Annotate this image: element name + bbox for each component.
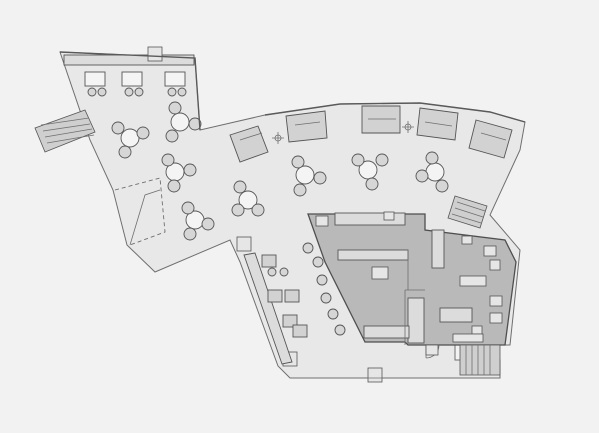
dashed-zone [114,177,166,246]
round-table-4 [181,201,215,241]
round-table-7 [351,153,389,191]
round-table-5 [231,180,265,217]
outer-wall [59,51,526,131]
stair-right [447,195,488,229]
round-table-3 [161,153,197,193]
round-table-8 [415,151,449,193]
stair-left [34,109,96,153]
kitchen-equipment [315,211,503,345]
bar-counter [243,252,308,365]
column [147,46,163,62]
bar-stools [302,242,346,336]
entrance-column [367,367,383,383]
round-table-2 [165,101,202,143]
table-group-top-left [84,71,187,97]
round-table-1 [111,121,150,159]
inner-wall-left [129,189,161,246]
booth-row [229,105,513,163]
door-swing-icon [425,344,440,359]
stair-bottom [459,344,501,376]
round-table-6 [291,155,327,197]
